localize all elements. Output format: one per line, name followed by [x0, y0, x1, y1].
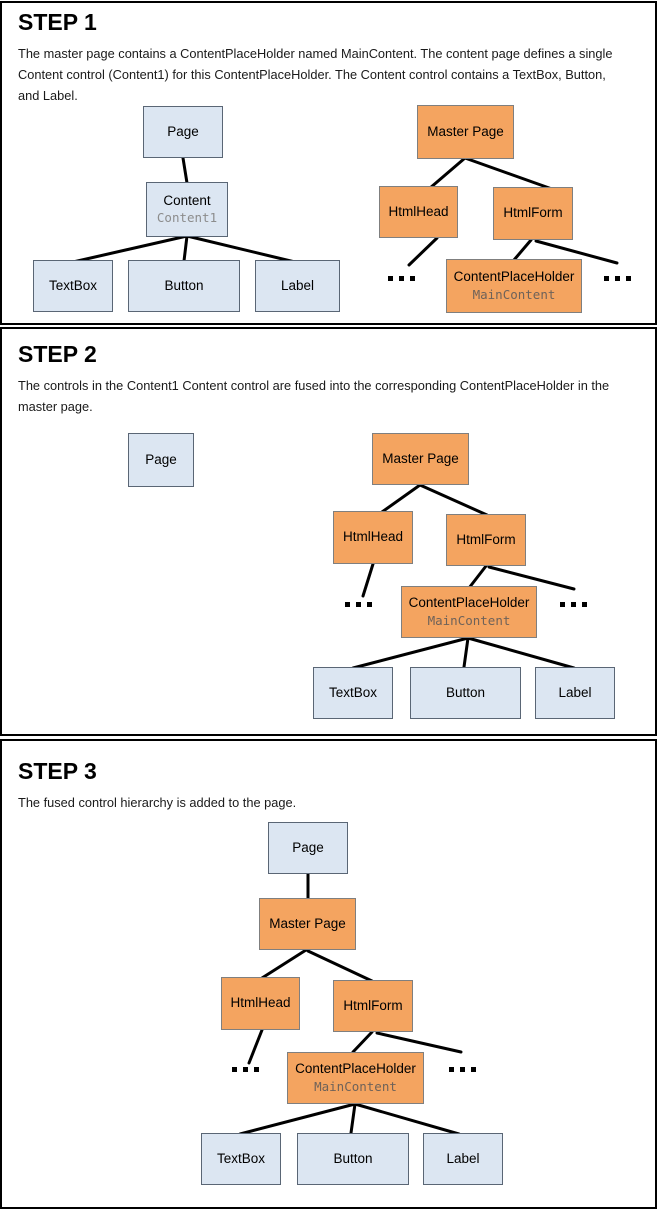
step1-content-box-id-label: Content1	[156, 210, 218, 226]
step2-htmlform-box-label: HtmlForm	[456, 531, 516, 547]
step3-contentplaceholder-box-label: ContentPlaceHolder	[295, 1061, 416, 1077]
step3-button-box-label: Button	[333, 1150, 373, 1166]
step2-textbox-box: TextBox	[313, 667, 393, 719]
step1-textbox-box-label: TextBox	[48, 277, 98, 293]
step1-htmlform-box-label: HtmlForm	[503, 205, 563, 221]
step2-textbox-box-label: TextBox	[328, 684, 378, 700]
step3-htmlform-box: HtmlForm	[333, 980, 413, 1032]
step2-page-box-label: Page	[145, 451, 177, 467]
step1-description: The master page contains a ContentPlaceH…	[18, 46, 613, 103]
step2-left-ellipsis	[344, 601, 372, 607]
step3-label-box-label: Label	[446, 1150, 480, 1166]
step2-masterpage-box: Master Page	[372, 433, 469, 485]
step3-description: The fused control hierarchy is added to …	[18, 795, 297, 810]
step2-htmlform-box: HtmlForm	[446, 514, 526, 566]
step2-page-box: Page	[128, 433, 194, 487]
step3-htmlform-box-label: HtmlForm	[343, 997, 403, 1013]
step1-masterpage-box-label: Master Page	[427, 123, 504, 139]
step2-button-box-label: Button	[445, 684, 486, 700]
step3-button-box: Button	[297, 1133, 409, 1185]
step3-right-ellipsis	[448, 1066, 476, 1072]
step2-contentplaceholder-box-label: ContentPlaceHolder	[408, 595, 530, 611]
step3-htmlhead-box-label: HtmlHead	[230, 995, 291, 1011]
step2-button-box: Button	[410, 667, 521, 719]
step3-left-ellipsis	[231, 1066, 259, 1072]
step2-label-box-label: Label	[558, 684, 592, 700]
step1-label-box-label: Label	[280, 277, 315, 293]
step1-left-ellipsis	[387, 275, 415, 281]
step3-masterpage-box: Master Page	[259, 898, 356, 950]
step1-htmlhead-box-label: HtmlHead	[388, 203, 449, 219]
step2-title: STEP 2	[18, 341, 97, 367]
step2-contentplaceholder-box-id-label: MainContent	[427, 612, 511, 628]
step2-right-ellipsis	[559, 601, 587, 607]
step3-textbox-box-label: TextBox	[216, 1150, 266, 1166]
step3-label-box: Label	[423, 1133, 503, 1185]
step1-button-box-label: Button	[164, 277, 204, 293]
step2-description: The controls in the Content1 Content con…	[18, 378, 610, 414]
step2-htmlhead-box-label: HtmlHead	[342, 529, 404, 545]
step3-page-box-label: Page	[292, 839, 324, 855]
step1-contentplaceholder-box-label: ContentPlaceHolder	[453, 269, 575, 285]
step1-button-box: Button	[128, 260, 240, 312]
step1-contentplaceholder-box-id-label: MainContent	[472, 286, 556, 302]
step1-title: STEP 1	[18, 9, 97, 35]
step3-textbox-box: TextBox	[201, 1133, 281, 1185]
step2-masterpage-box-label: Master Page	[382, 450, 459, 466]
step2-htmlhead-box: HtmlHead	[333, 511, 413, 564]
step1-textbox-box: TextBox	[33, 260, 113, 312]
step3-masterpage-box-label: Master Page	[269, 915, 346, 931]
step3-contentplaceholder-box-id-label: MainContent	[314, 1078, 397, 1094]
step1-page-box-label: Page	[167, 123, 199, 139]
step1-htmlform-box: HtmlForm	[493, 187, 573, 240]
step1-masterpage-box: Master Page	[417, 105, 514, 159]
step1-content-box-label: Content	[163, 192, 211, 208]
step1-page-box: Page	[143, 106, 223, 158]
step1-right-ellipsis	[603, 275, 631, 281]
step1-htmlhead-box: HtmlHead	[379, 186, 458, 238]
step3-title: STEP 3	[18, 758, 97, 784]
step3-htmlhead-box: HtmlHead	[221, 977, 300, 1030]
step1-label-box: Label	[255, 260, 340, 312]
step2-label-box: Label	[535, 667, 615, 719]
step3-page-box: Page	[268, 822, 348, 874]
